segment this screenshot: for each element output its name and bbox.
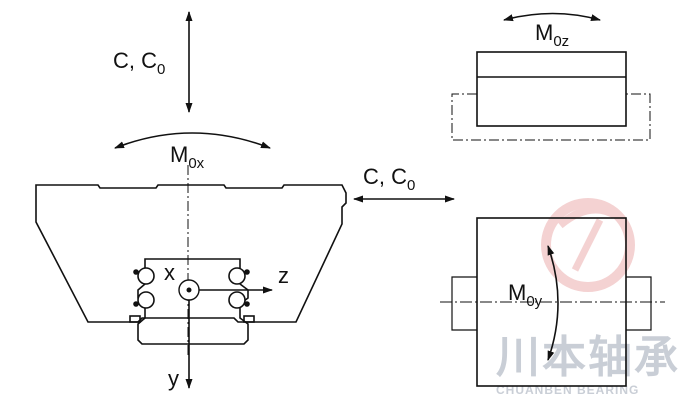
bearing-balls [133, 267, 250, 309]
watermark-text-en: CHUANBEN BEARING [496, 383, 639, 397]
moment-x-arc [114, 132, 271, 149]
front-view-drawing [476, 51, 627, 127]
top-view-rail-ends [451, 276, 652, 331]
load-label-right: C, C0 [363, 164, 415, 194]
moment-y-arc [547, 245, 559, 361]
axis-x-label: x [164, 260, 175, 285]
watermark: 川本轴承 CHUANBEN BEARING [496, 198, 680, 397]
axis-z-label: z [278, 263, 289, 288]
moment-x-label: M0x [170, 142, 205, 172]
moment-y-label: M0y [508, 280, 543, 310]
watermark-logo-icon [541, 198, 635, 292]
moment-z-label: M0z [535, 20, 569, 50]
carriage-cross-section [35, 184, 347, 345]
moment-z-arc [503, 12, 601, 22]
front-view-rail-ends [451, 93, 651, 141]
load-label-top: C, C0 [113, 48, 165, 78]
axis-y-label: y [168, 366, 179, 391]
origin-marker [178, 279, 200, 301]
watermark-text-cn: 川本轴承 [496, 332, 680, 383]
